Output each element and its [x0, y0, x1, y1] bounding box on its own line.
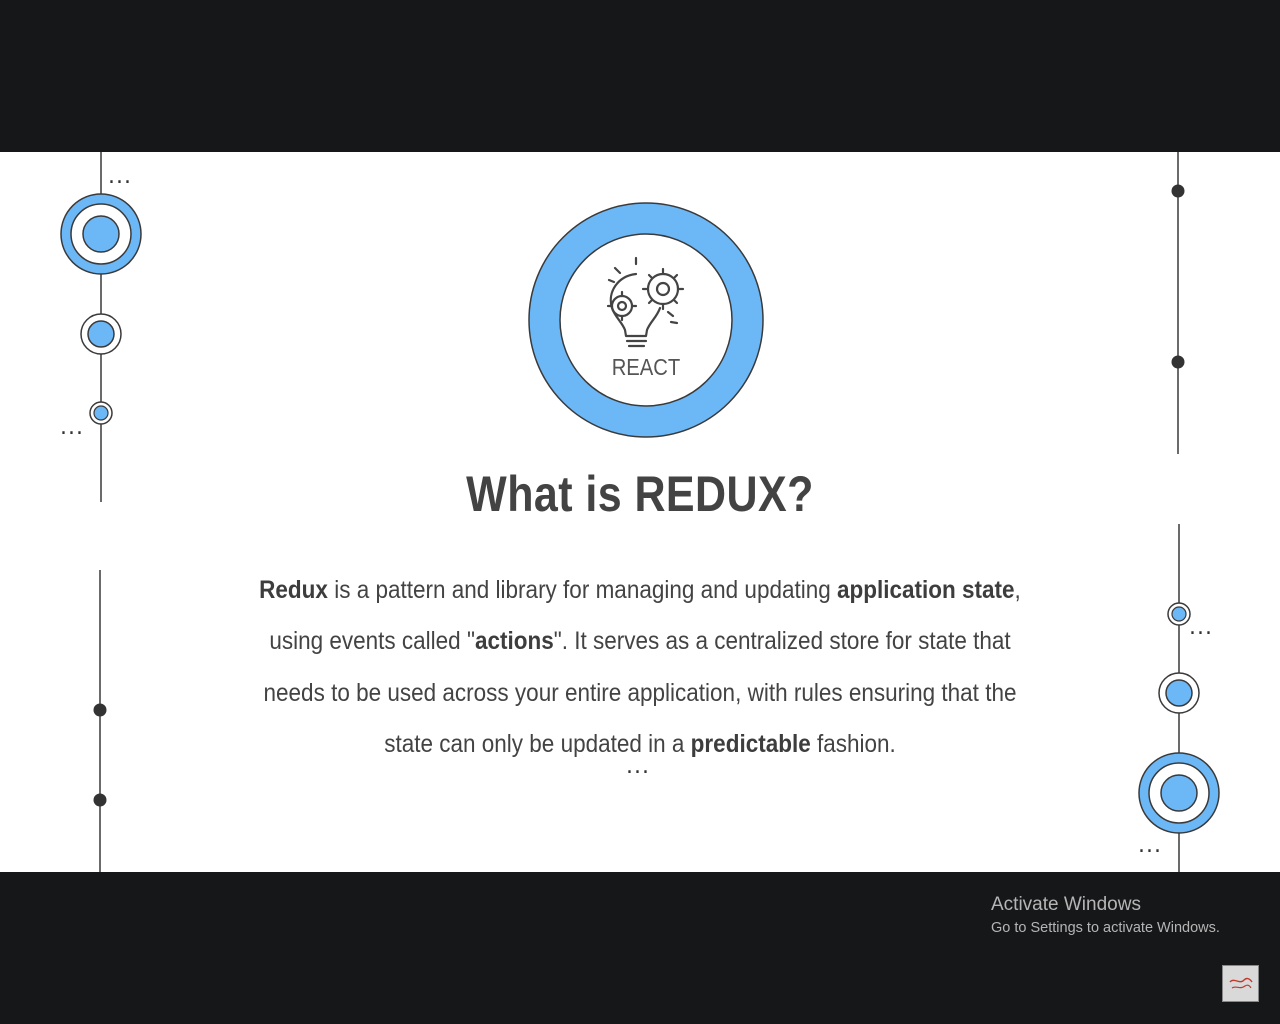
right-top-dot-2	[1171, 355, 1185, 369]
highlighted-term: application state	[837, 576, 1015, 604]
central-ring	[528, 202, 764, 438]
highlighted-term: predictable	[690, 729, 811, 758]
highlighted-term: Redux	[259, 576, 328, 604]
react-label: REACT	[611, 354, 681, 380]
left-mid-dots: ...	[60, 415, 84, 440]
left-bottom-dot-2	[93, 793, 107, 807]
description-line: Redux is a pattern and library for manag…	[235, 565, 1045, 616]
watermark-subtitle: Go to Settings to activate Windows.	[991, 920, 1220, 936]
page-title: What is REDUX?	[466, 466, 814, 522]
description-line: state can only be updated in a predictab…	[235, 719, 1045, 770]
right-medium-node	[1158, 672, 1200, 714]
text-run: using events called "	[269, 627, 475, 656]
text-run: fashion.	[810, 729, 896, 758]
right-top-dot-1	[1171, 184, 1185, 198]
left-small-node	[89, 401, 113, 425]
left-bottom-dot-1	[93, 703, 107, 717]
text-run: ,	[1014, 576, 1021, 604]
text-run: state can only be updated in a	[384, 729, 691, 758]
watermark-title: Activate Windows	[991, 894, 1141, 915]
slide: ... ... ... ... ... REACT What is REDUX?…	[0, 152, 1280, 872]
description-line: using events called "actions". It serves…	[235, 616, 1045, 667]
description-line: needs to be used across your entire appl…	[235, 668, 1045, 719]
left-top-dots: ...	[108, 164, 132, 189]
text-run: ". It serves as a centralized store for …	[553, 627, 1011, 656]
text-run: is a pattern and library for managing an…	[327, 576, 838, 604]
channel-logo-icon[interactable]	[1222, 965, 1259, 1002]
right-large-node	[1138, 752, 1220, 834]
left-large-node	[60, 193, 142, 275]
right-bottom-dots: ...	[1138, 833, 1162, 858]
right-small-node	[1167, 602, 1191, 626]
right-mid-dots: ...	[1189, 615, 1213, 640]
text-run: needs to be used across your entire appl…	[263, 678, 1017, 707]
slide-decorations	[60, 152, 1220, 872]
highlighted-term: actions	[474, 627, 554, 656]
channel-logo-glyph	[1228, 977, 1253, 989]
left-medium-node	[80, 313, 122, 355]
lightbulb-gears-icon	[606, 256, 685, 348]
description-paragraph: Redux is a pattern and library for manag…	[190, 565, 1090, 770]
activate-windows-watermark: Activate Windows Go to Settings to activ…	[991, 893, 1220, 939]
